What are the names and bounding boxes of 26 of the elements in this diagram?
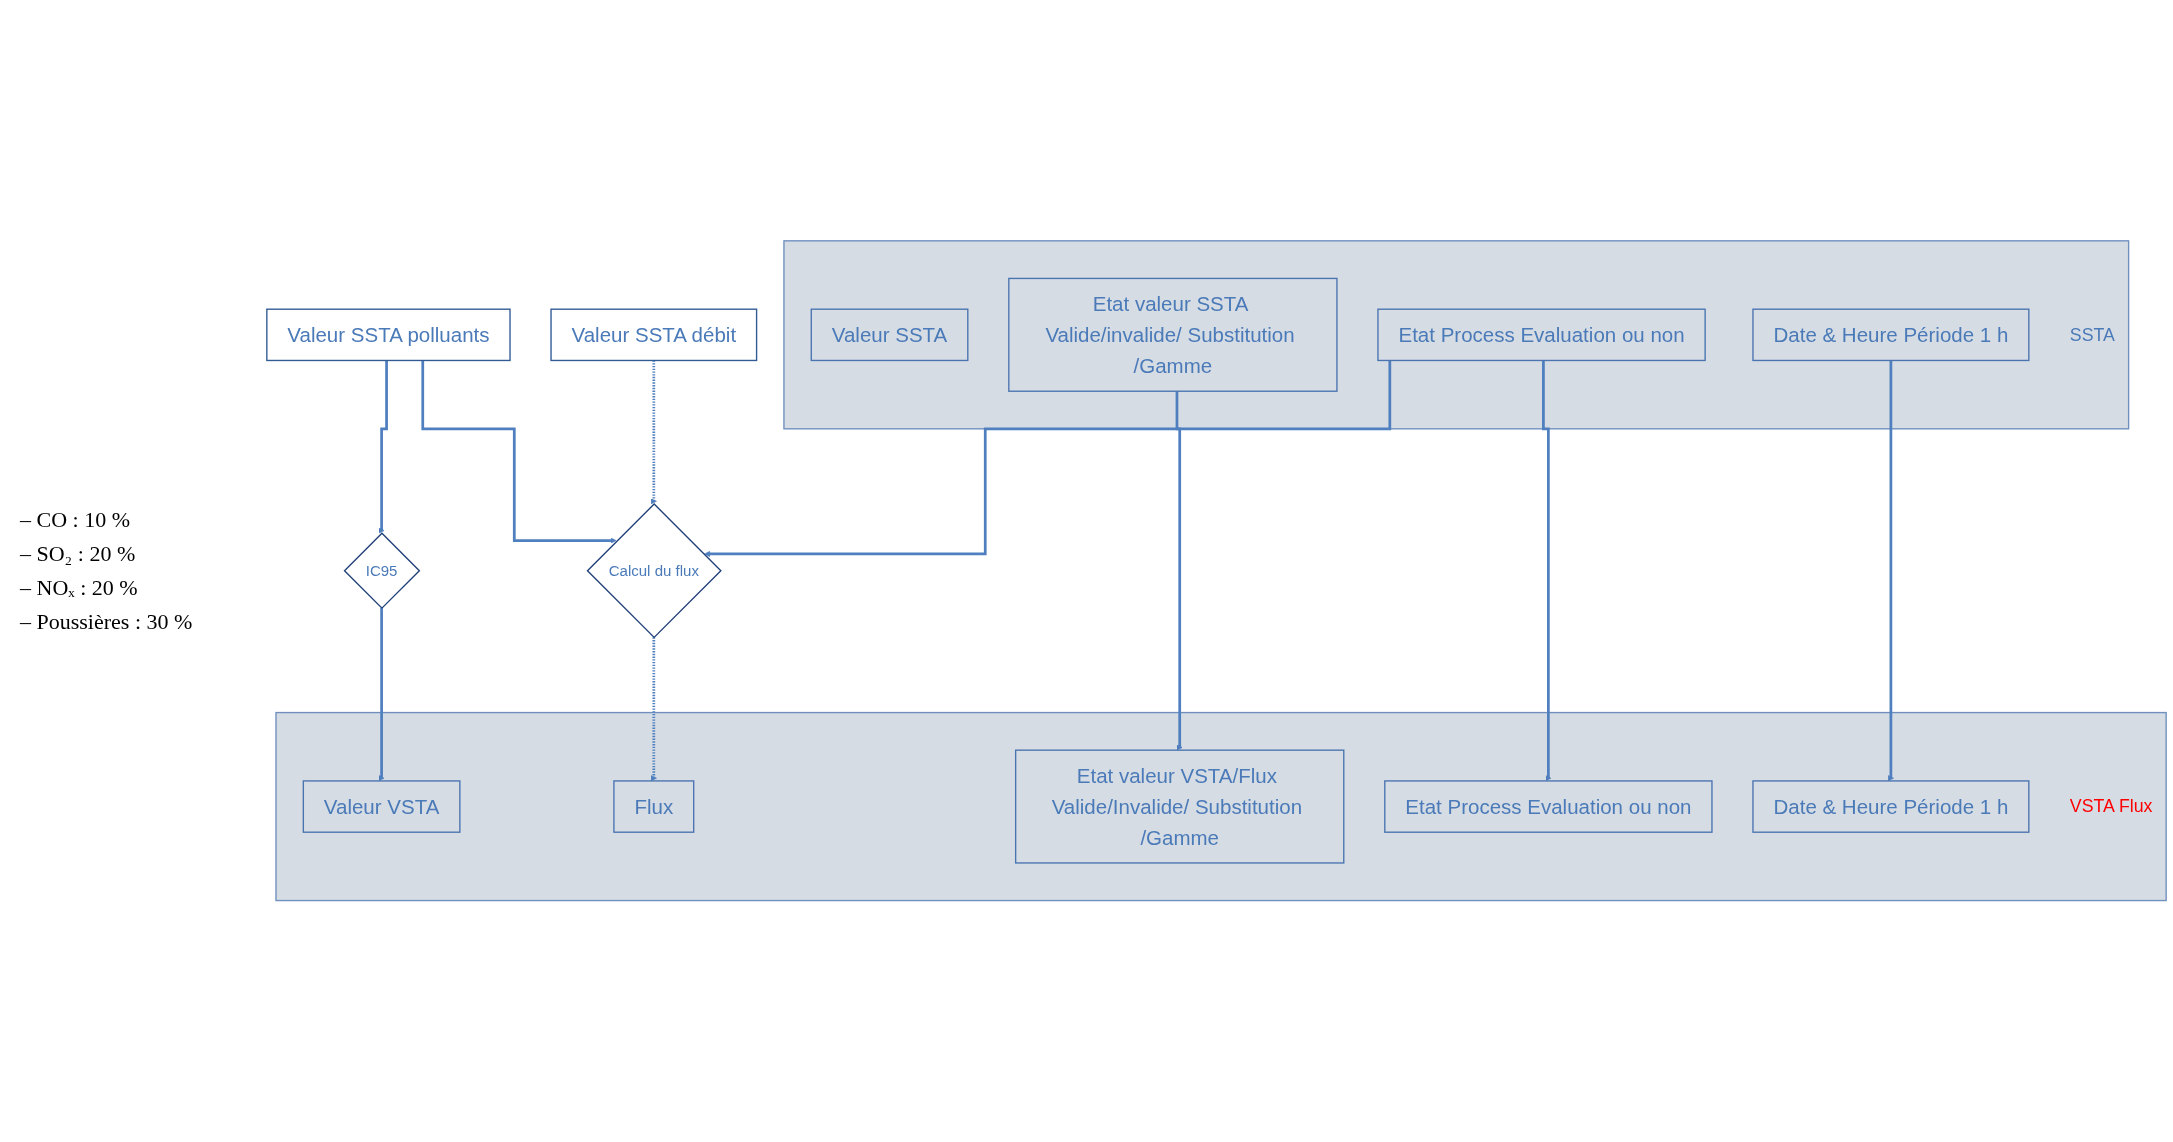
arrow <box>1175 391 1183 751</box>
arrow <box>704 360 1392 558</box>
node-box: Etat Process Evaluation ou non <box>1377 308 1706 362</box>
arrow <box>378 360 388 534</box>
arrow <box>1887 360 1894 782</box>
arrow <box>378 608 385 782</box>
node-box: Valeur SSTA <box>810 308 969 362</box>
node-box: Valeur SSTA polluants <box>266 308 511 362</box>
node-box: Valeur SSTA débit <box>550 308 758 362</box>
note-text: – NOₓ : 20 % <box>20 575 139 601</box>
note-text: – CO : 10 % <box>20 507 131 533</box>
node-box: Etat Process Evaluation ou non <box>1384 780 1713 834</box>
node-box: Etat valeur SSTA Valide/invalide/ Substitution /Gamme <box>1008 278 1338 393</box>
node-box: Date & Heure Période 1 h <box>1752 780 2030 834</box>
node-box: Flux <box>613 780 695 834</box>
arrow <box>421 360 617 544</box>
arrow <box>650 360 657 505</box>
note-text: – Poussières : 30 % <box>20 609 194 635</box>
note-text: – SO₂ : 20 % <box>20 541 137 567</box>
arrow <box>1542 360 1552 782</box>
node-diamond: Calcul du flux <box>586 503 722 639</box>
node-diamond: IC95 <box>343 532 421 610</box>
node-box: Date & Heure Période 1 h <box>1752 308 2030 362</box>
node-box: Valeur VSTA <box>302 780 461 834</box>
arrow <box>650 637 657 782</box>
node-box: Etat valeur VSTA/Flux Valide/Invalide/ Substitution /Gamme <box>1014 749 1345 864</box>
